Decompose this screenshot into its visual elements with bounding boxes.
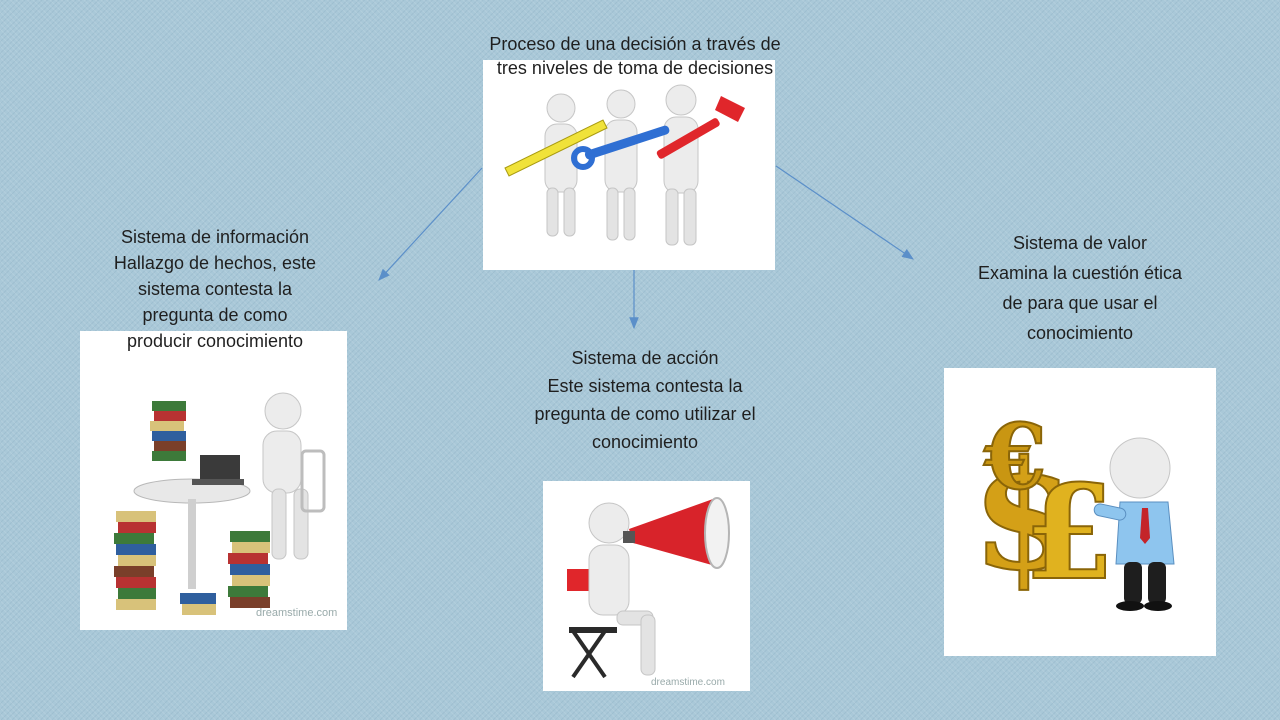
text-line: Este sistema contesta la bbox=[547, 376, 743, 396]
text-line: producir conocimiento bbox=[126, 331, 304, 351]
text-line: Sistema de acción bbox=[571, 348, 719, 368]
svg-text:£: £ bbox=[1024, 456, 1114, 609]
top-title-text: Proceso de una decisión a través de tres… bbox=[440, 32, 830, 80]
text-line: Sistema de información bbox=[120, 227, 310, 247]
tools-team-image bbox=[483, 60, 775, 270]
text-line: conocimiento bbox=[591, 432, 699, 452]
text-line: pregunta de como utilizar el bbox=[534, 404, 756, 424]
watermark-text: dreamstime.com bbox=[256, 607, 338, 619]
watermark-text: dreamstime.com bbox=[651, 677, 725, 688]
action-system-text: Sistema de acción Este sistema contesta … bbox=[490, 344, 800, 456]
text-line: de para que usar el bbox=[1002, 293, 1158, 313]
currency-symbols-image: $ £ € bbox=[944, 368, 1216, 656]
text-line: tres niveles de toma de decisiones bbox=[496, 58, 774, 78]
books-laptop-image: dreamstime.com bbox=[80, 331, 347, 630]
value-system-text: Sistema de valor Examina la cuestión éti… bbox=[935, 228, 1225, 348]
arrow-to-information-system bbox=[378, 167, 483, 281]
svg-text:$: $ bbox=[972, 428, 1076, 604]
text-line: sistema contesta la bbox=[137, 279, 293, 299]
text-line: conocimiento bbox=[1026, 323, 1134, 343]
text-line: Sistema de valor bbox=[1012, 233, 1148, 253]
text-line: Proceso de una decisión a través de bbox=[489, 34, 781, 54]
arrow-to-value-system bbox=[775, 165, 914, 260]
text-line: pregunta de como bbox=[142, 305, 288, 325]
megaphone-image: dreamstime.com bbox=[543, 481, 750, 691]
svg-text:€: € bbox=[983, 404, 1047, 510]
text-line: Hallazgo de hechos, este bbox=[113, 253, 317, 273]
information-system-text: Sistema de información Hallazgo de hecho… bbox=[70, 224, 360, 354]
text-line: Examina la cuestión ética bbox=[977, 263, 1183, 283]
